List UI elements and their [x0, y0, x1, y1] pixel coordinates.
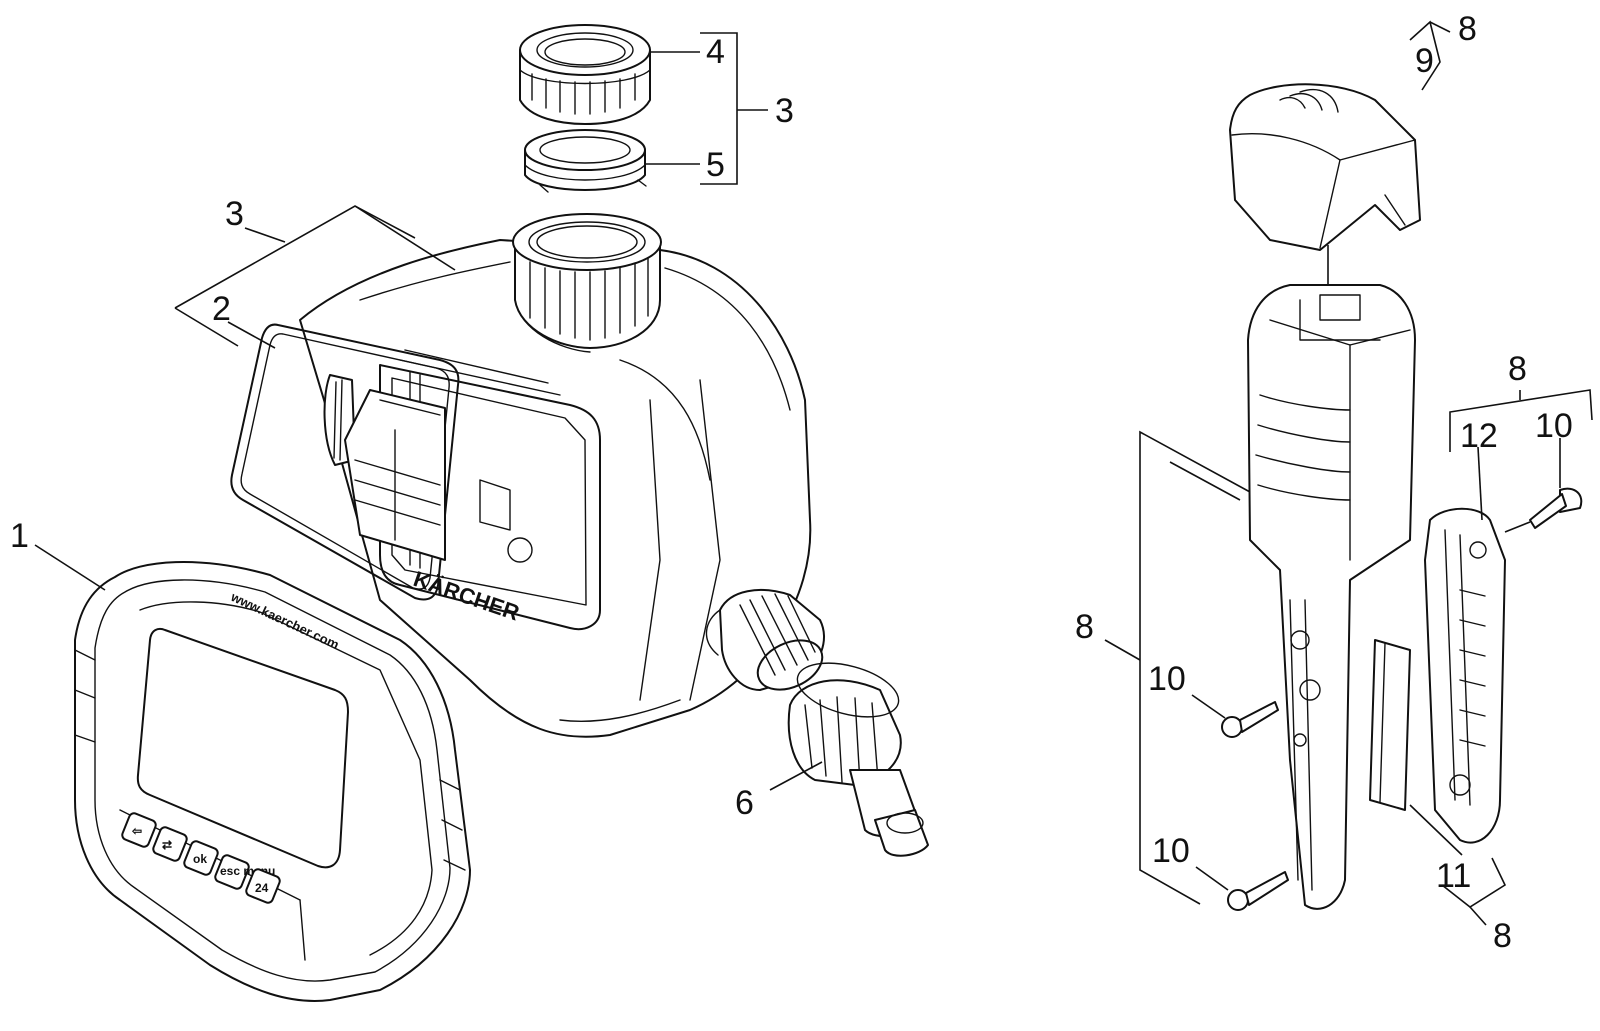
- part-8-sensor-stake: [1247, 284, 1416, 910]
- callout-10-right: 10: [1535, 407, 1573, 445]
- ok-button: ok: [183, 840, 219, 876]
- part-12-clip: [1424, 507, 1506, 844]
- part-11-pad: [1369, 639, 1411, 811]
- part-1-control-panel: [74, 561, 471, 1002]
- callout-8-top: 8: [1458, 10, 1477, 48]
- display-insert: [344, 389, 446, 561]
- callout-4: 4: [706, 33, 725, 71]
- part-2-gasket: [230, 323, 460, 601]
- part-10-screw-mid: [1221, 701, 1279, 738]
- callout-3-left: 3: [225, 195, 244, 233]
- callout-9: 9: [1415, 42, 1434, 80]
- svg-text:24: 24: [255, 881, 269, 895]
- control-buttons: ⇦ ⇄ ok esc menu 24: [121, 812, 281, 904]
- svg-text:⇦: ⇦: [131, 824, 142, 838]
- callout-5: 5: [706, 146, 725, 184]
- esc-menu-button: esc menu: [214, 854, 275, 890]
- arrows-button: ⇄: [152, 826, 188, 862]
- part-10-screw-bottom: [1227, 871, 1289, 911]
- callout-8-left: 8: [1075, 608, 1094, 646]
- callout-1: 1: [10, 517, 29, 555]
- callout-11: 11: [1436, 857, 1471, 895]
- housing-outlet-thread: [705, 589, 825, 691]
- svg-text:⇄: ⇄: [162, 838, 172, 852]
- part-5-washer: [524, 129, 647, 193]
- back-button: ⇦: [121, 812, 157, 848]
- callout-labels: 1 2 3 3 4 5 6 8 9 8 10 12 8 10 10 11 8: [10, 10, 1573, 955]
- callout-2: 2: [212, 290, 231, 328]
- leader-lines: [34, 20, 1593, 926]
- callout-12: 12: [1460, 417, 1498, 455]
- part-4-adapter-ring: [519, 24, 651, 125]
- part-10-screw-right: [1529, 487, 1583, 529]
- callout-10-mid: 10: [1148, 660, 1186, 698]
- housing-top-inlet: [512, 213, 662, 353]
- callout-8-bottom: 8: [1493, 917, 1512, 955]
- callout-3-right: 3: [775, 92, 794, 130]
- callout-10-bottom: 10: [1152, 832, 1190, 870]
- svg-text:ok: ok: [193, 852, 207, 866]
- part-6-hose-connector: [787, 662, 929, 857]
- callout-8-right: 8: [1508, 350, 1527, 388]
- callout-6: 6: [735, 784, 754, 822]
- pause-button: 24: [245, 868, 281, 904]
